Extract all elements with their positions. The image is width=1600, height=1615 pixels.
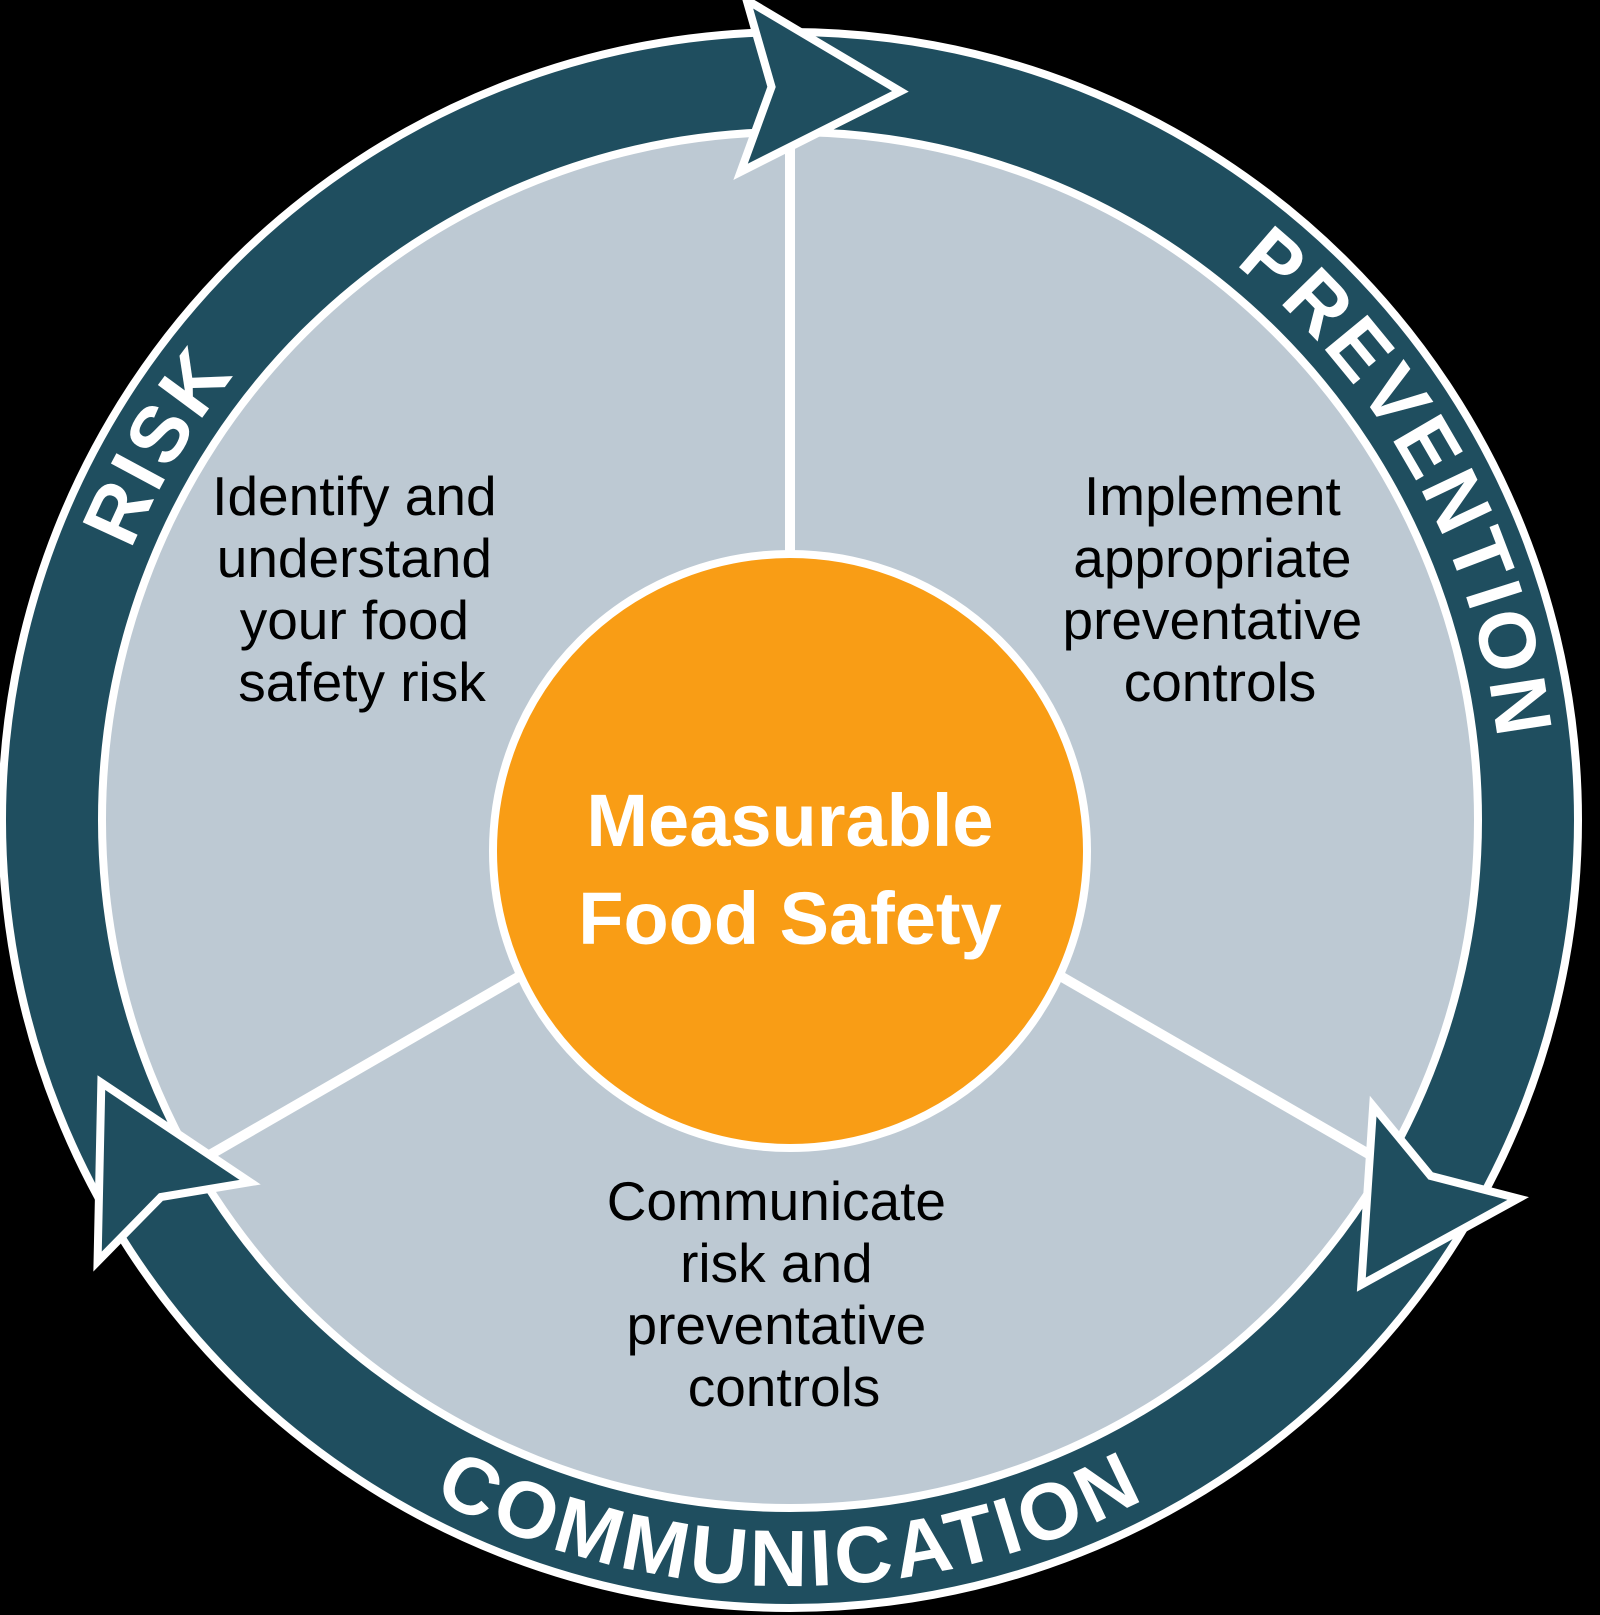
segment-text-communication: Communicate risk and preventative contro… — [607, 1170, 962, 1418]
segment-risk-line: your food — [240, 589, 469, 651]
segment-prevention-line: controls — [1124, 651, 1317, 713]
segment-prevention-line: Implement — [1084, 465, 1341, 527]
segment-communication-line: Communicate — [607, 1170, 946, 1232]
center-label-line2: Food Safety — [578, 877, 1001, 960]
segment-communication-line: preventative — [627, 1294, 927, 1356]
segment-risk-line: safety risk — [238, 651, 486, 713]
segment-text-risk: Identify and understand your food safety… — [212, 465, 512, 713]
segment-risk-line: Identify and — [212, 465, 496, 527]
segment-communication-line: controls — [688, 1356, 881, 1418]
segment-risk-line: understand — [217, 527, 492, 589]
segment-prevention-line: appropriate — [1073, 527, 1351, 589]
segment-prevention-line: preventative — [1063, 589, 1363, 651]
segment-text-prevention: Implement appropriate preventative contr… — [1063, 465, 1378, 713]
center-hub-circle — [489, 550, 1091, 1152]
segment-communication-line: risk and — [680, 1232, 873, 1294]
center-label-line1: Measurable — [586, 779, 993, 862]
